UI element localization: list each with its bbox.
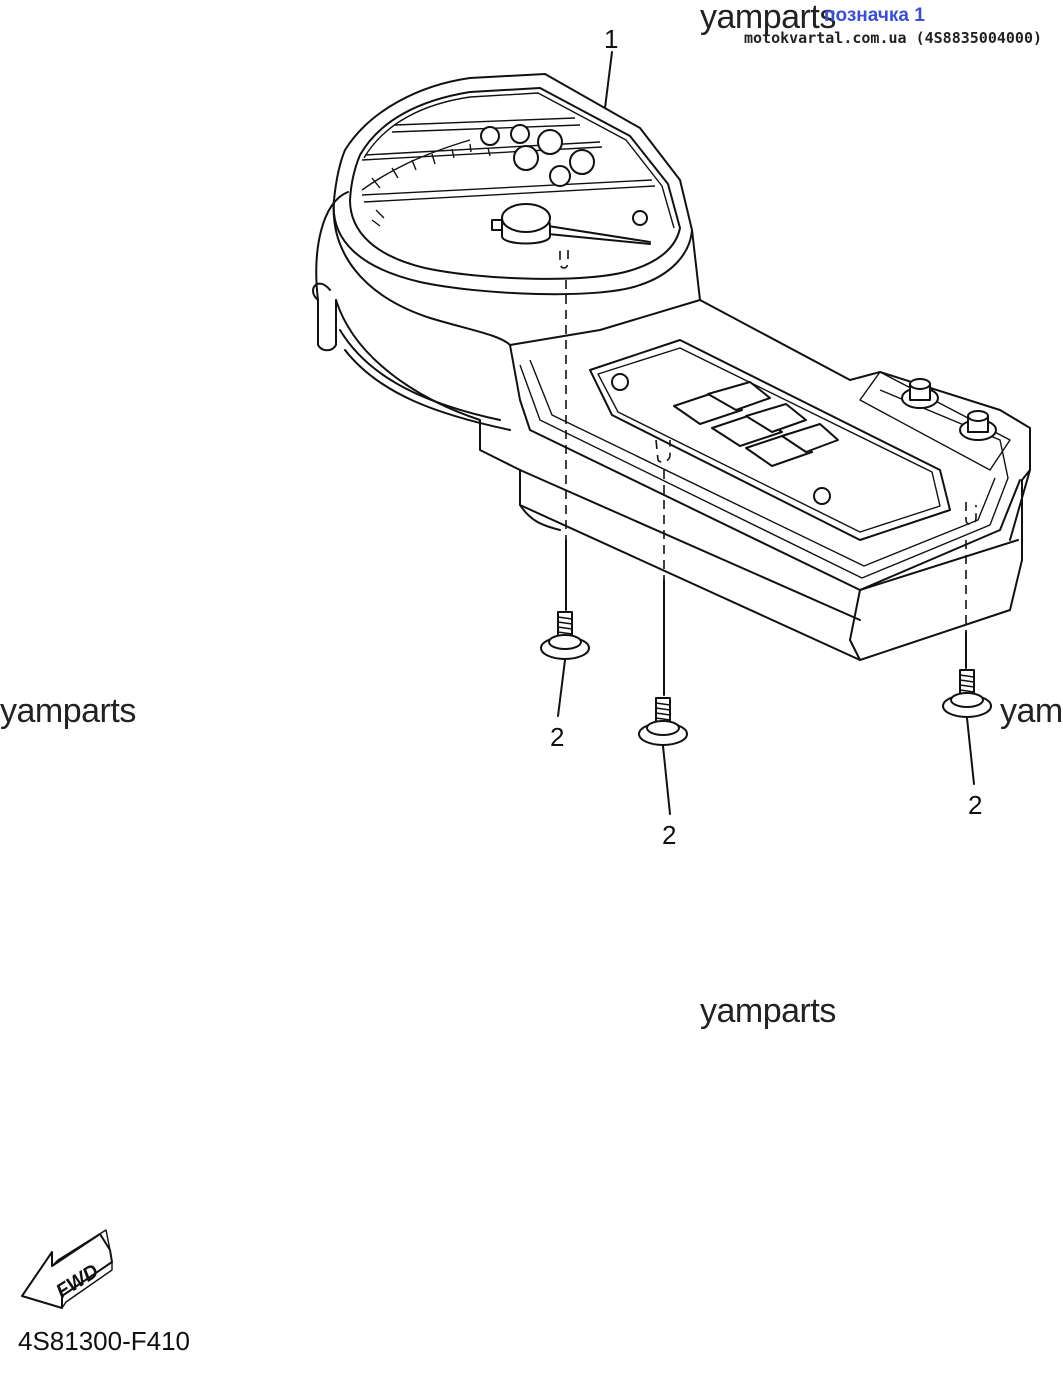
screw-left — [540, 611, 590, 660]
source-label: motokvartal.com.ua (4S8835004000) — [744, 29, 1043, 47]
watermark-top: yamparts — [700, 0, 836, 36]
watermark-left: yamparts — [0, 692, 136, 730]
callout-meter-assembly: 1 — [604, 24, 619, 54]
fwd-arrow-icon: FWD — [21, 1229, 113, 1309]
axis-middle — [655, 439, 671, 580]
axis-right — [965, 502, 977, 632]
switch-left — [901, 378, 939, 409]
switch-right — [959, 410, 997, 441]
callout-screw-right: 2 — [968, 790, 983, 820]
screw-middle — [638, 697, 688, 746]
callout-screw-left: 2 — [550, 722, 565, 752]
axis-left — [559, 250, 569, 540]
leader-meter — [604, 51, 613, 109]
leader-screw-left — [557, 659, 566, 717]
part-label: позначка 1 — [824, 5, 925, 26]
lcd-segments — [673, 381, 839, 467]
callout-screw-middle: 2 — [662, 820, 677, 850]
meter-housing — [312, 73, 1031, 661]
screw-right — [942, 669, 992, 718]
leader-screw-middle — [662, 745, 671, 815]
watermark-bottom: yamparts — [700, 992, 836, 1030]
diagram-code: 4S81300-F410 — [18, 1326, 191, 1356]
leader-screw-right — [966, 717, 975, 785]
watermark-right: yam — [1000, 692, 1063, 730]
